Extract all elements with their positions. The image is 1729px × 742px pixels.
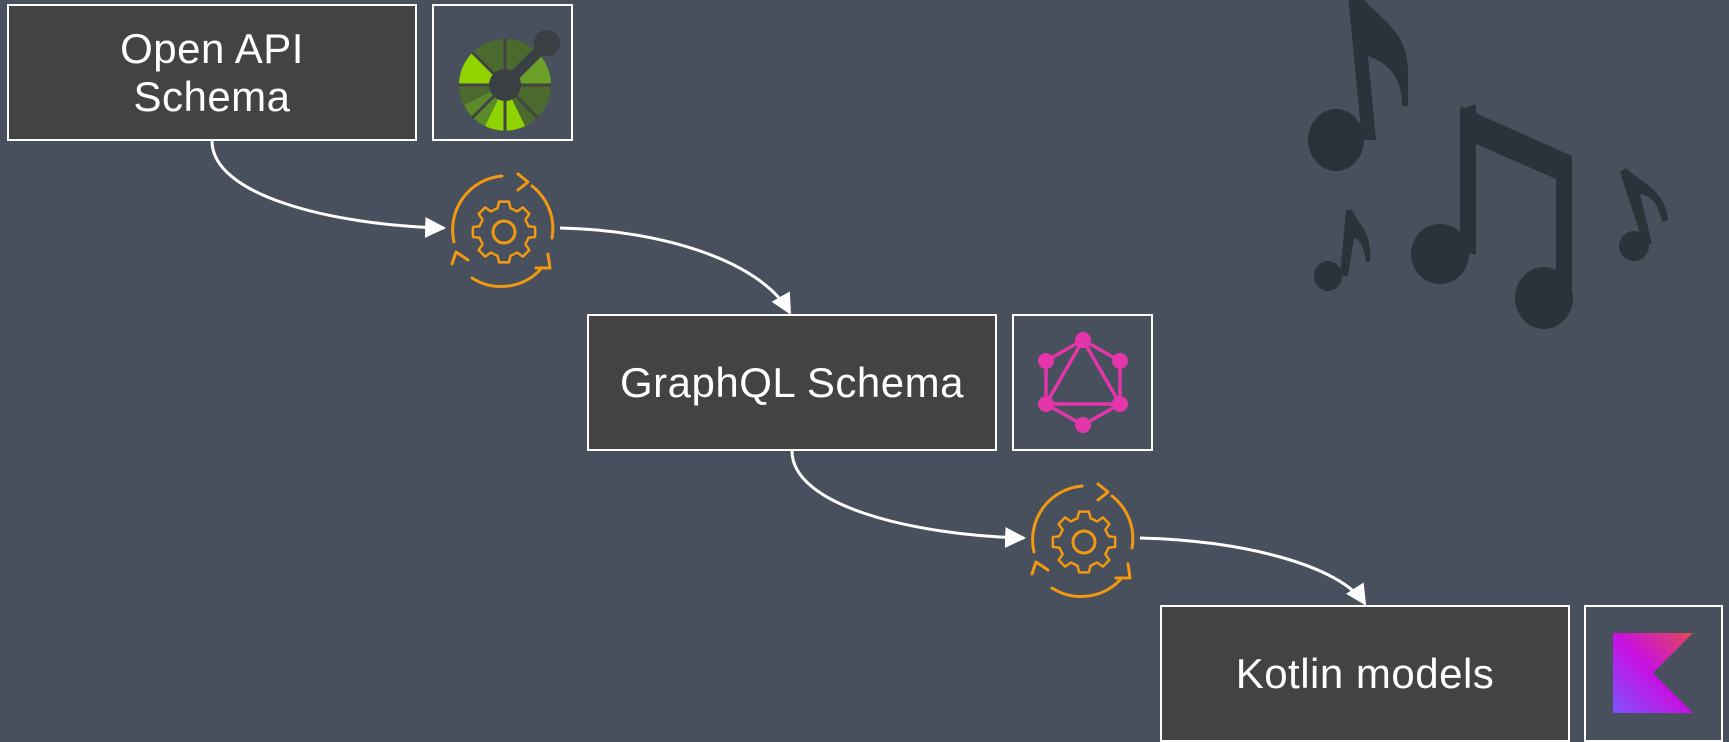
openapi-schema-label: Open API Schema [120,24,304,120]
graphql-schema-box: GraphQL Schema [587,314,997,451]
openapi-logo-box [432,4,573,141]
transform-step-1 [450,172,555,288]
openapi-schema-box: Open API Schema [7,4,417,141]
music-notes-icon [1308,0,1668,329]
kotlin-logo-box [1584,605,1723,742]
arrow-graphql-to-gear [790,450,1027,548]
graphql-logo-icon [1037,331,1128,433]
openapi-logo-icon [458,29,560,131]
kotlin-models-box: Kotlin models [1160,605,1570,742]
graphql-logo-box [1012,314,1153,451]
gear-sync-icon [450,172,555,288]
kotlin-logo-icon [1612,632,1693,713]
arrow-openapi-to-gear [210,140,447,238]
gear-sync-icon [1030,482,1135,598]
arrow-gear-to-graphql [559,226,792,315]
transform-step-2 [1030,482,1135,598]
kotlin-models-label: Kotlin models [1235,649,1495,697]
graphql-schema-label: GraphQL Schema [620,358,964,406]
arrow-gear-to-kotlin [1139,536,1367,606]
